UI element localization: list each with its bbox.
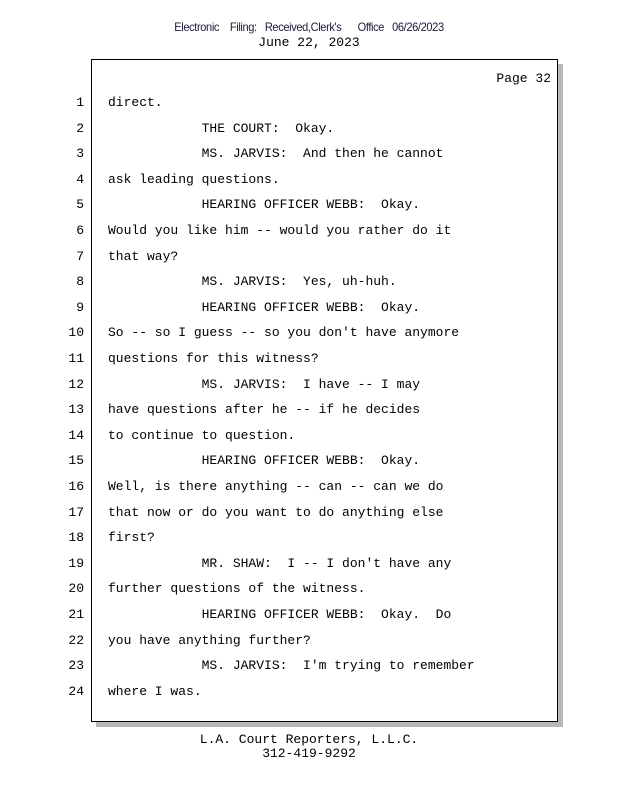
line-number: 21 xyxy=(68,607,84,622)
line-number: 6 xyxy=(76,223,84,238)
transcript-line: further questions of the witness. xyxy=(108,581,366,597)
line-number: 10 xyxy=(68,325,84,341)
line-number: 23 xyxy=(68,658,84,674)
transcript-line: THE COURT: Okay. xyxy=(108,120,335,136)
line-number: 2 xyxy=(76,120,84,136)
footer-phone: 312-419-9292 xyxy=(262,746,356,761)
footer-company: L.A. Court Reporters, L.L.C. xyxy=(199,732,419,747)
line-number: 14 xyxy=(68,427,84,443)
transcript-line: HEARING OFFICER WEBB: Okay. xyxy=(108,299,421,315)
line-number: 24 xyxy=(68,683,84,699)
line-number: 13 xyxy=(68,402,84,418)
line-number: 15 xyxy=(68,453,84,469)
transcript-line: MS. JARVIS: And then he cannot xyxy=(108,146,444,162)
transcript-line: direct. xyxy=(108,95,163,110)
line-number: 3 xyxy=(76,146,84,162)
filing-stamp: Electronic Filing: Received,Clerk's Offi… xyxy=(174,20,444,34)
transcript-line: So -- so I guess -- so you don't have an… xyxy=(108,325,460,341)
transcript-line: Well, is there anything -- can -- can we… xyxy=(108,479,444,494)
line-number: 18 xyxy=(68,530,84,546)
transcript-line: where I was. xyxy=(108,683,202,699)
transcript-line: HEARING OFFICER WEBB: Okay. Do xyxy=(108,607,452,622)
transcript-line: MR. SHAW: I -- I don't have any xyxy=(108,555,452,571)
line-number: 1 xyxy=(76,95,84,110)
transcript-line: you have anything further? xyxy=(108,632,311,648)
transcript-line: HEARING OFFICER WEBB: Okay. xyxy=(108,453,421,469)
transcript-line: Would you like him -- would you rather d… xyxy=(108,223,452,238)
transcript-line: that now or do you want to do anything e… xyxy=(108,504,444,520)
transcript-line: first? xyxy=(108,530,155,546)
line-number: 12 xyxy=(68,376,84,392)
line-number: 11 xyxy=(68,351,84,366)
line-number: 16 xyxy=(68,479,84,494)
transcript-date: June 22, 2023 xyxy=(258,35,360,50)
line-number: 7 xyxy=(76,248,84,264)
transcript-line: MS. JARVIS: I have -- I may xyxy=(108,376,421,392)
transcript-line: questions for this witness? xyxy=(108,351,319,366)
line-number: 22 xyxy=(68,632,84,648)
transcript-page xyxy=(91,59,558,722)
line-number: 4 xyxy=(76,171,84,187)
page-number: Page 32 xyxy=(496,71,551,86)
line-number: 19 xyxy=(68,555,84,571)
line-number: 20 xyxy=(68,581,84,597)
line-number: 17 xyxy=(68,504,84,520)
line-number: 8 xyxy=(76,274,84,290)
transcript-line: to continue to question. xyxy=(108,427,296,443)
line-number: 9 xyxy=(76,299,84,315)
transcript-line: ask leading questions. xyxy=(108,171,280,187)
line-number: 5 xyxy=(76,197,84,213)
transcript-line: MS. JARVIS: Yes, uh-huh. xyxy=(108,274,397,290)
transcript-line: HEARING OFFICER WEBB: Okay. xyxy=(108,197,421,213)
transcript-line: that way? xyxy=(108,248,179,264)
transcript-line: MS. JARVIS: I'm trying to remember xyxy=(108,658,475,674)
transcript-line: have questions after he -- if he decides xyxy=(108,402,421,418)
